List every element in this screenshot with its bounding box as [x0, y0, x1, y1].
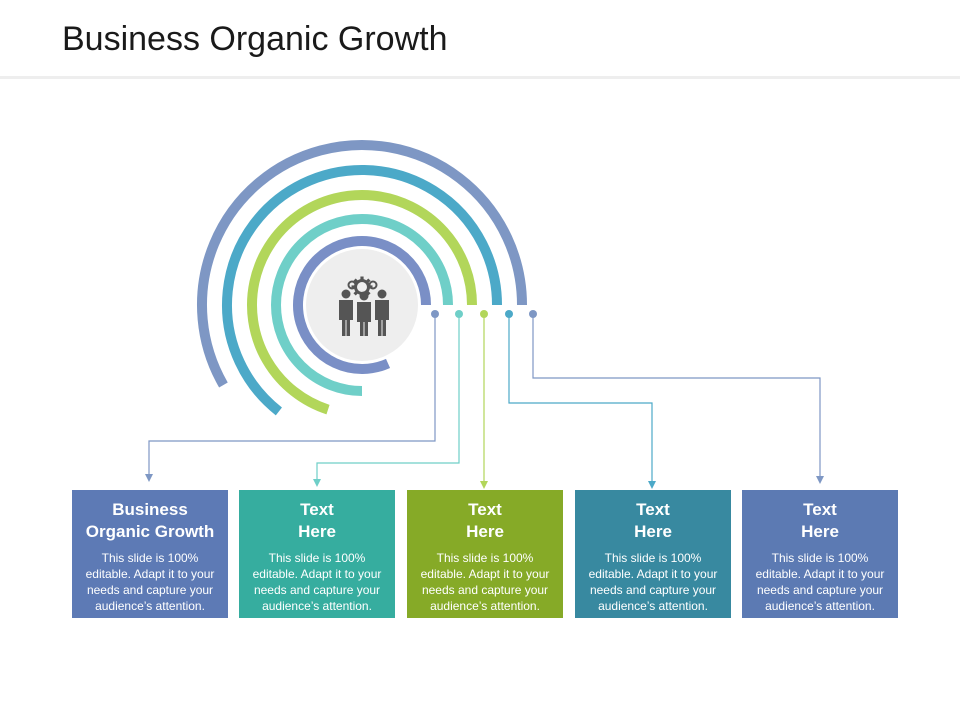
connector-line-5	[532, 314, 821, 476]
box-title: Text Here	[801, 500, 839, 541]
connector-line-1	[148, 314, 436, 474]
arrow-head-1	[145, 474, 153, 482]
box-title: Text Here	[298, 500, 336, 541]
arc-4	[271, 214, 453, 396]
arrow-head-3	[480, 481, 488, 489]
connector-dot-1	[431, 310, 439, 318]
arc-2	[222, 165, 502, 416]
box-description: This slide is 100% editable. Adapt it to…	[588, 551, 718, 613]
inner-arc	[293, 236, 431, 374]
title-divider	[0, 76, 960, 79]
box-description: This slide is 100% editable. Adapt it to…	[252, 551, 382, 613]
arrow-head-5	[816, 476, 824, 484]
connector-line-4	[508, 314, 653, 481]
people-with-gear-icon	[339, 276, 389, 336]
page-title: Business Organic Growth	[62, 20, 448, 58]
outer-arc	[197, 140, 527, 388]
connector-dot-2	[455, 310, 463, 318]
connector-dot-4	[505, 310, 513, 318]
connector-dot-3	[480, 310, 488, 318]
connector-dot-5	[529, 310, 537, 318]
box-title: Business Organic Growth	[85, 500, 215, 541]
arrow-head-2	[313, 479, 321, 487]
box-description: This slide is 100% editable. Adapt it to…	[755, 551, 885, 613]
arc-3	[247, 190, 477, 415]
connector-lines	[145, 310, 824, 489]
box-title: Text Here	[466, 500, 504, 541]
arrow-head-4	[648, 481, 656, 489]
connector-line-2	[316, 314, 460, 479]
box-description: This slide is 100% editable. Adapt it to…	[85, 551, 215, 613]
concentric-arcs	[197, 140, 527, 416]
box-title: Text Here	[634, 500, 672, 541]
center-group	[306, 249, 418, 361]
box-description: This slide is 100% editable. Adapt it to…	[420, 551, 550, 613]
